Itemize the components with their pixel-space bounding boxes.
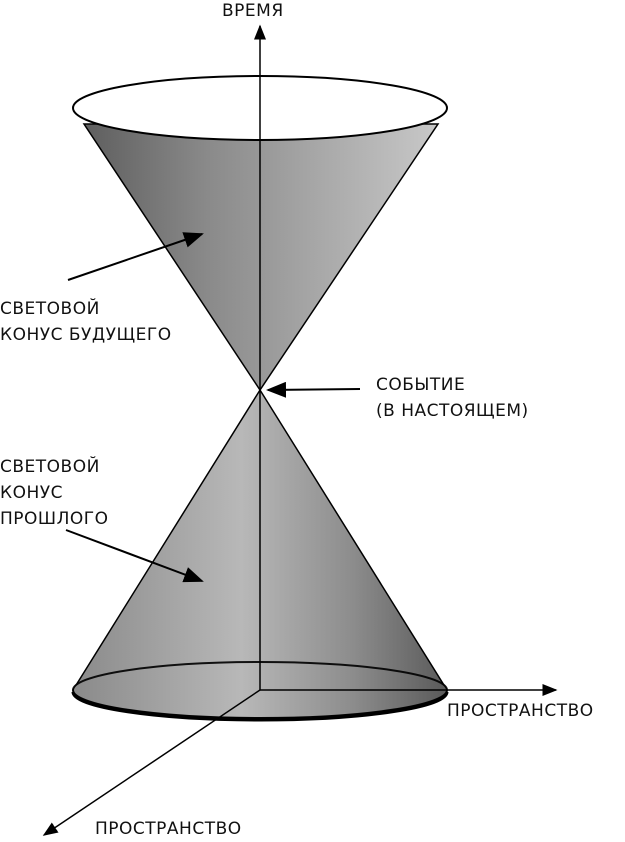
past-cone-label-line: ПРОШЛОГО bbox=[0, 509, 109, 529]
future-cone-pointer-arrow bbox=[67, 232, 204, 281]
future-cone-label: СВЕТОВОЙ КОНУС БУДУЩЕГО bbox=[0, 296, 172, 348]
event-pointer-arrow bbox=[266, 381, 361, 398]
past-cone-label: СВЕТОВОЙ КОНУС ПРОШЛОГО bbox=[0, 454, 109, 532]
past-cone-label-line: КОНУС bbox=[0, 483, 63, 503]
future-cone-label-line: СВЕТОВОЙ bbox=[0, 299, 100, 319]
event-label: СОБЫТИЕ (В НАСТОЯЩЕМ) bbox=[376, 372, 529, 424]
past-cone-label-line: СВЕТОВОЙ bbox=[0, 457, 100, 477]
future-cone-label-line: КОНУС БУДУЩЕГО bbox=[0, 325, 172, 345]
space-axis-y-label: ПРОСТРАНСТВО bbox=[95, 819, 242, 839]
event-label-line: СОБЫТИЕ bbox=[376, 375, 466, 395]
past-cone-pointer-arrow bbox=[65, 529, 204, 583]
space-axis-x-label: ПРОСТРАНСТВО bbox=[447, 701, 594, 721]
event-label-line: (В НАСТОЯЩЕМ) bbox=[376, 401, 529, 421]
space-axis-y bbox=[42, 689, 261, 836]
time-axis-label: ВРЕМЯ bbox=[222, 1, 284, 21]
